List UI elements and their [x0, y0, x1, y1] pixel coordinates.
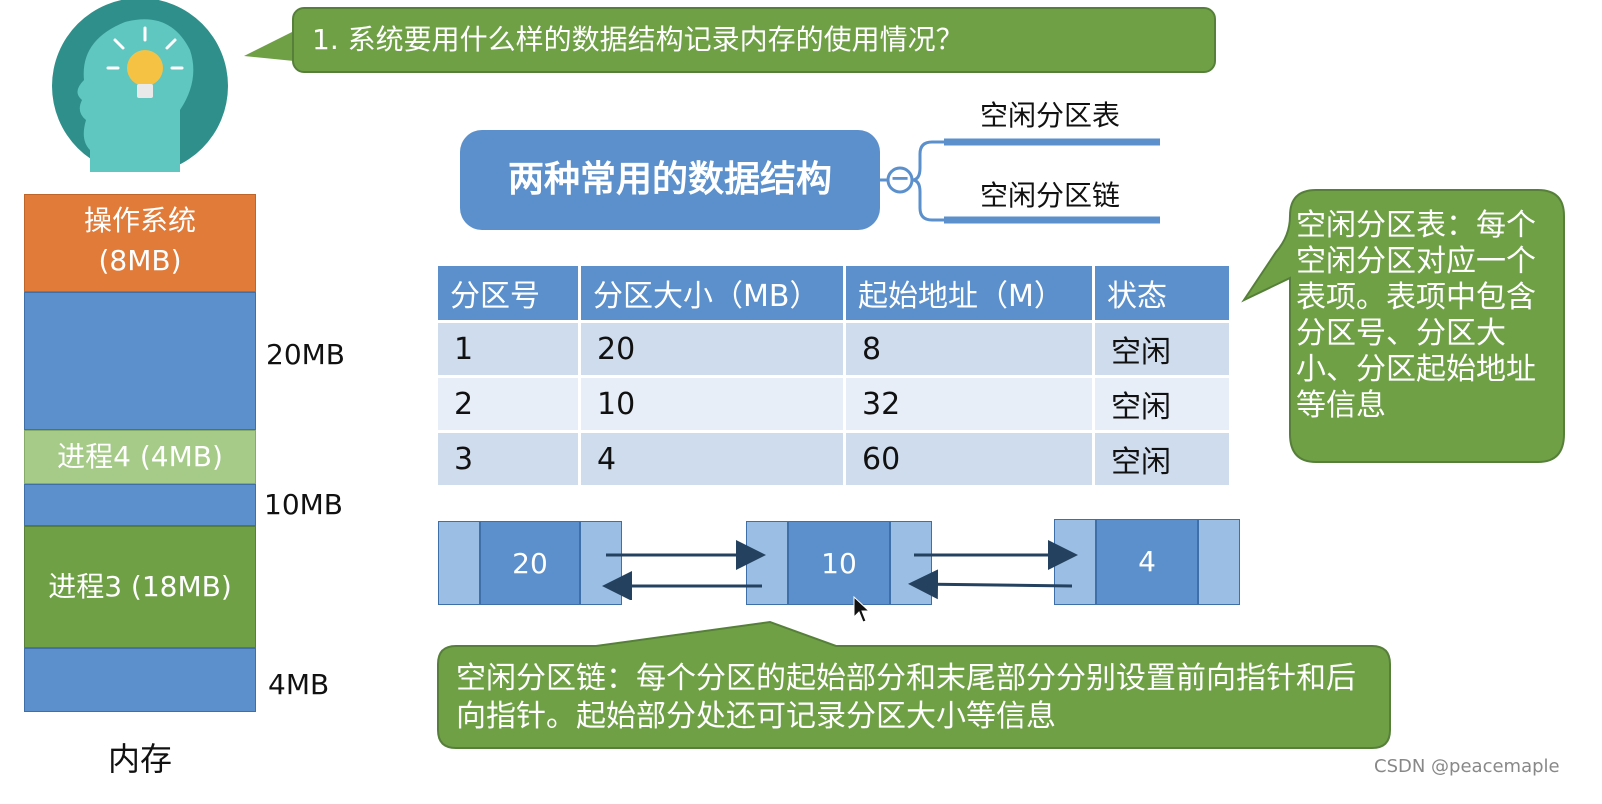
node-size-cell: 10 [788, 521, 890, 605]
question-bubble [292, 7, 1216, 73]
table-row: 2 10 32 空闲 [438, 376, 1232, 433]
prev-arrow [908, 569, 1073, 600]
table-cell: 2 [438, 376, 581, 433]
table-row: 1 20 8 空闲 [438, 321, 1232, 378]
next-pointer-cell [1198, 519, 1240, 605]
table-note-bubble [1241, 189, 1565, 463]
prev-pointer-cell [746, 521, 788, 605]
mindmap-branch-chain: 空闲分区链 [980, 179, 1121, 212]
table-cell: 空闲 [1093, 431, 1232, 488]
memory-process3-segment: 进程3 (18MB) [24, 526, 256, 648]
list-note-bubble [437, 620, 1391, 749]
table-cell: 32 [844, 376, 1095, 433]
memory-free-segment-4mb [24, 648, 256, 712]
table-header-cell: 分区号 [438, 266, 581, 323]
memory-process4-segment: 进程4 (4MB) [24, 430, 256, 484]
speech-bubble-tail [244, 26, 304, 62]
memory-caption: 内存 [108, 740, 173, 778]
free-size-label: 4MB [268, 668, 330, 701]
table-cell: 8 [844, 321, 1095, 378]
list-node: 20 [438, 521, 622, 607]
os-label: 操作系统 [83, 204, 196, 237]
table-cell: 空闲 [1093, 321, 1232, 378]
table-header-cell: 分区大小（MB） [579, 266, 846, 323]
mindmap-root: 两种常用的数据结构 [460, 130, 880, 230]
table-cell: 10 [579, 376, 846, 433]
memory-os-segment: 操作系统 (8MB) [24, 194, 256, 292]
table-note-text: 空闲分区表：每个空闲分区对应一个表项。表项中包含分区号、分区大小、分区起始地址等… [1296, 208, 1536, 423]
table-cell: 20 [579, 321, 846, 378]
table-header-cell: 起始地址（M） [844, 266, 1095, 323]
mindmap-branch-table: 空闲分区表 [980, 99, 1121, 132]
table-cell: 空闲 [1093, 376, 1232, 433]
table-header-row: 分区号 分区大小（MB） 起始地址（M） 状态 [438, 266, 1232, 323]
list-pointer-arrows [602, 540, 1078, 600]
collapse-icon[interactable]: − [889, 164, 911, 192]
table-header-cell: 状态 [1093, 266, 1232, 323]
watermark: CSDN @peacemaple [1374, 756, 1560, 777]
free-size-label: 20MB [266, 338, 345, 371]
prev-pointer-cell [438, 521, 480, 605]
question-text: 1. 系统要用什么样的数据结构记录内存的使用情况？ [312, 23, 964, 56]
free-partition-table: 分区号 分区大小（MB） 起始地址（M） 状态 1 20 8 空闲 2 10 3… [438, 266, 1232, 488]
list-note-text: 空闲分区链：每个分区的起始部分和末尾部分分别设置前向指针和后向指针。起始部分处还… [456, 661, 1356, 734]
memory-free-segment-10mb [24, 484, 256, 526]
thinking-head-icon [52, 0, 228, 172]
table-cell: 1 [438, 321, 581, 378]
node-size-cell: 20 [480, 521, 580, 605]
free-size-label: 10MB [264, 488, 343, 521]
table-cell: 4 [579, 431, 846, 488]
node-size-cell: 4 [1096, 519, 1198, 605]
os-size: (8MB) [98, 244, 182, 277]
next-pointer-cell [580, 521, 622, 605]
memory-free-segment-20mb [24, 292, 256, 430]
table-row: 3 4 60 空闲 [438, 431, 1232, 488]
table-cell: 3 [438, 431, 581, 488]
table-cell: 60 [844, 431, 1095, 488]
mouse-cursor-icon [853, 596, 871, 623]
mindmap-connectors [880, 138, 1160, 224]
